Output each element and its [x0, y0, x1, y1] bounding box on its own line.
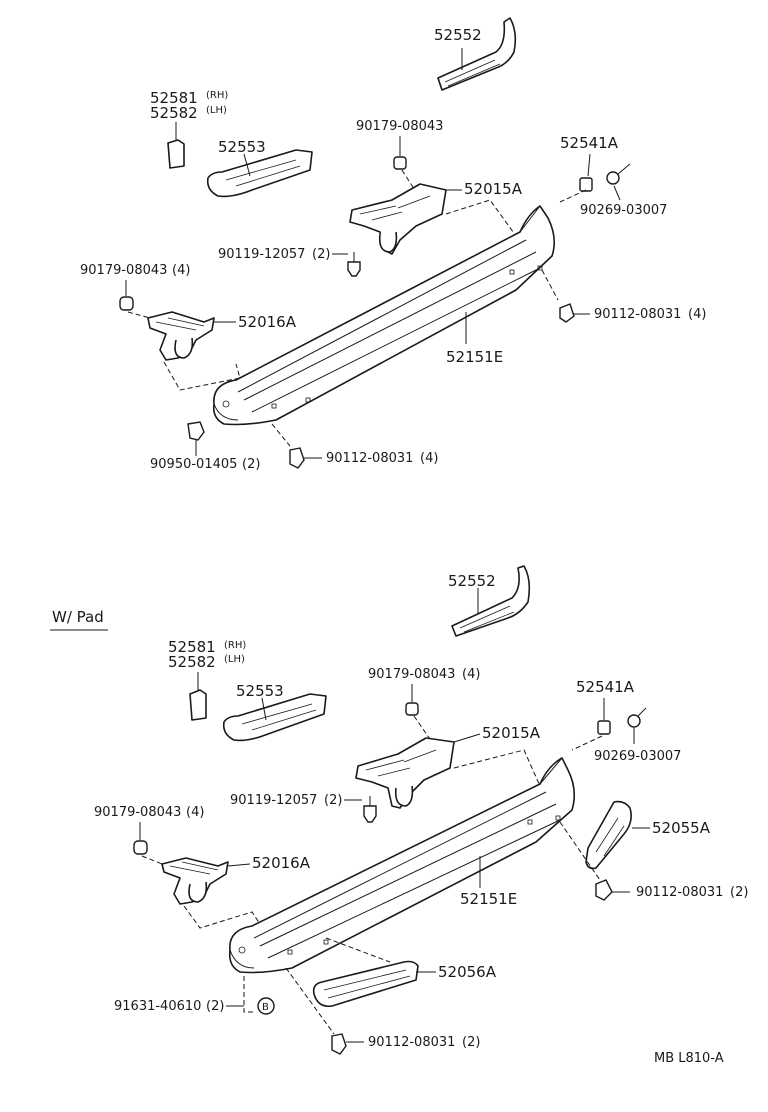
reference-b-letter: B [262, 1002, 269, 1013]
label-52015A-pad: 52015A [482, 724, 541, 742]
label-52541A: 52541A [560, 134, 619, 152]
part-52055A-pad [585, 800, 632, 870]
variant-title: W/ Pad [52, 608, 104, 626]
label-90269-03007-pad: 90269-03007 [594, 749, 681, 764]
svg-text:(2): (2) [462, 1035, 480, 1050]
svg-text:(2): (2) [324, 793, 342, 808]
label-90112-08031-a-pad: 90112-08031 [636, 885, 723, 900]
label-90179-08043-a-pad: 90179-08043 [368, 667, 455, 682]
label-52151E-pad: 52151E [460, 890, 517, 908]
reference-b-marker [257, 997, 275, 1015]
svg-text:(2): (2) [242, 457, 260, 472]
svg-text:(4): (4) [688, 307, 706, 322]
label-90112-08031-b: 90112-08031 [326, 451, 413, 466]
svg-text:(2): (2) [312, 247, 330, 262]
label-52015A: 52015A [464, 180, 523, 198]
label-52582-pad: 52582 [168, 653, 216, 671]
svg-text:(LH): (LH) [224, 654, 245, 665]
svg-text:(2): (2) [206, 999, 224, 1014]
svg-text:(LH): (LH) [206, 105, 227, 116]
label-52016A: 52016A [238, 313, 297, 331]
svg-text:(4): (4) [462, 667, 480, 682]
label-91631-40610: 91631-40610 [114, 999, 201, 1014]
svg-text:(4): (4) [172, 263, 190, 278]
label-52541A-pad: 52541A [576, 678, 635, 696]
part-52552-moulding [437, 17, 517, 91]
label-52055A: 52055A [652, 819, 711, 837]
part-52056A-pad [312, 960, 419, 1008]
label-52151E: 52151E [446, 348, 503, 366]
label-52553-pad: 52553 [236, 682, 284, 700]
label-90179-08043-b: 90179-08043 [80, 263, 167, 278]
label-52016A-pad: 52016A [252, 854, 311, 872]
label-52552: 52552 [434, 26, 482, 44]
part-52552-moulding-pad [451, 565, 531, 637]
part-52581-clip-pad [189, 689, 207, 721]
top-assembly: 52552 52581 (RH) 52582 (LH) 52553 90179-… [80, 17, 706, 472]
part-52553-moulding-pad [222, 693, 327, 742]
part-52015A-bracket [349, 183, 447, 255]
svg-text:(RH): (RH) [206, 90, 228, 101]
label-52056A: 52056A [438, 963, 497, 981]
label-90112-08031-a: 90112-08031 [594, 307, 681, 322]
svg-text:(4): (4) [420, 451, 438, 466]
part-52581-clip [167, 139, 185, 169]
label-90269-03007: 90269-03007 [580, 203, 667, 218]
bottom-assembly: W/ Pad 52552 52581 (RH) 52582 (LH) 52553… [50, 565, 748, 1055]
diagram-code: MB L810-A [654, 1051, 724, 1066]
label-90112-08031-b-pad: 90112-08031 [368, 1035, 455, 1050]
label-90179-08043-b-pad: 90179-08043 [94, 805, 181, 820]
label-52582: 52582 [150, 104, 198, 122]
label-52553: 52553 [218, 138, 266, 156]
part-52553-moulding [206, 149, 313, 198]
label-90119-12057: 90119-12057 [218, 247, 305, 262]
label-52581-pad: 52581 [168, 638, 216, 656]
label-90119-12057-pad: 90119-12057 [230, 793, 317, 808]
svg-text:(4): (4) [186, 805, 204, 820]
svg-text:(RH): (RH) [224, 640, 246, 651]
label-90179-08043-a: 90179-08043 [356, 119, 443, 134]
label-90950-01405: 90950-01405 [150, 457, 237, 472]
svg-text:(2): (2) [730, 885, 748, 900]
label-52581: 52581 [150, 89, 198, 107]
label-52552-pad: 52552 [448, 572, 496, 590]
